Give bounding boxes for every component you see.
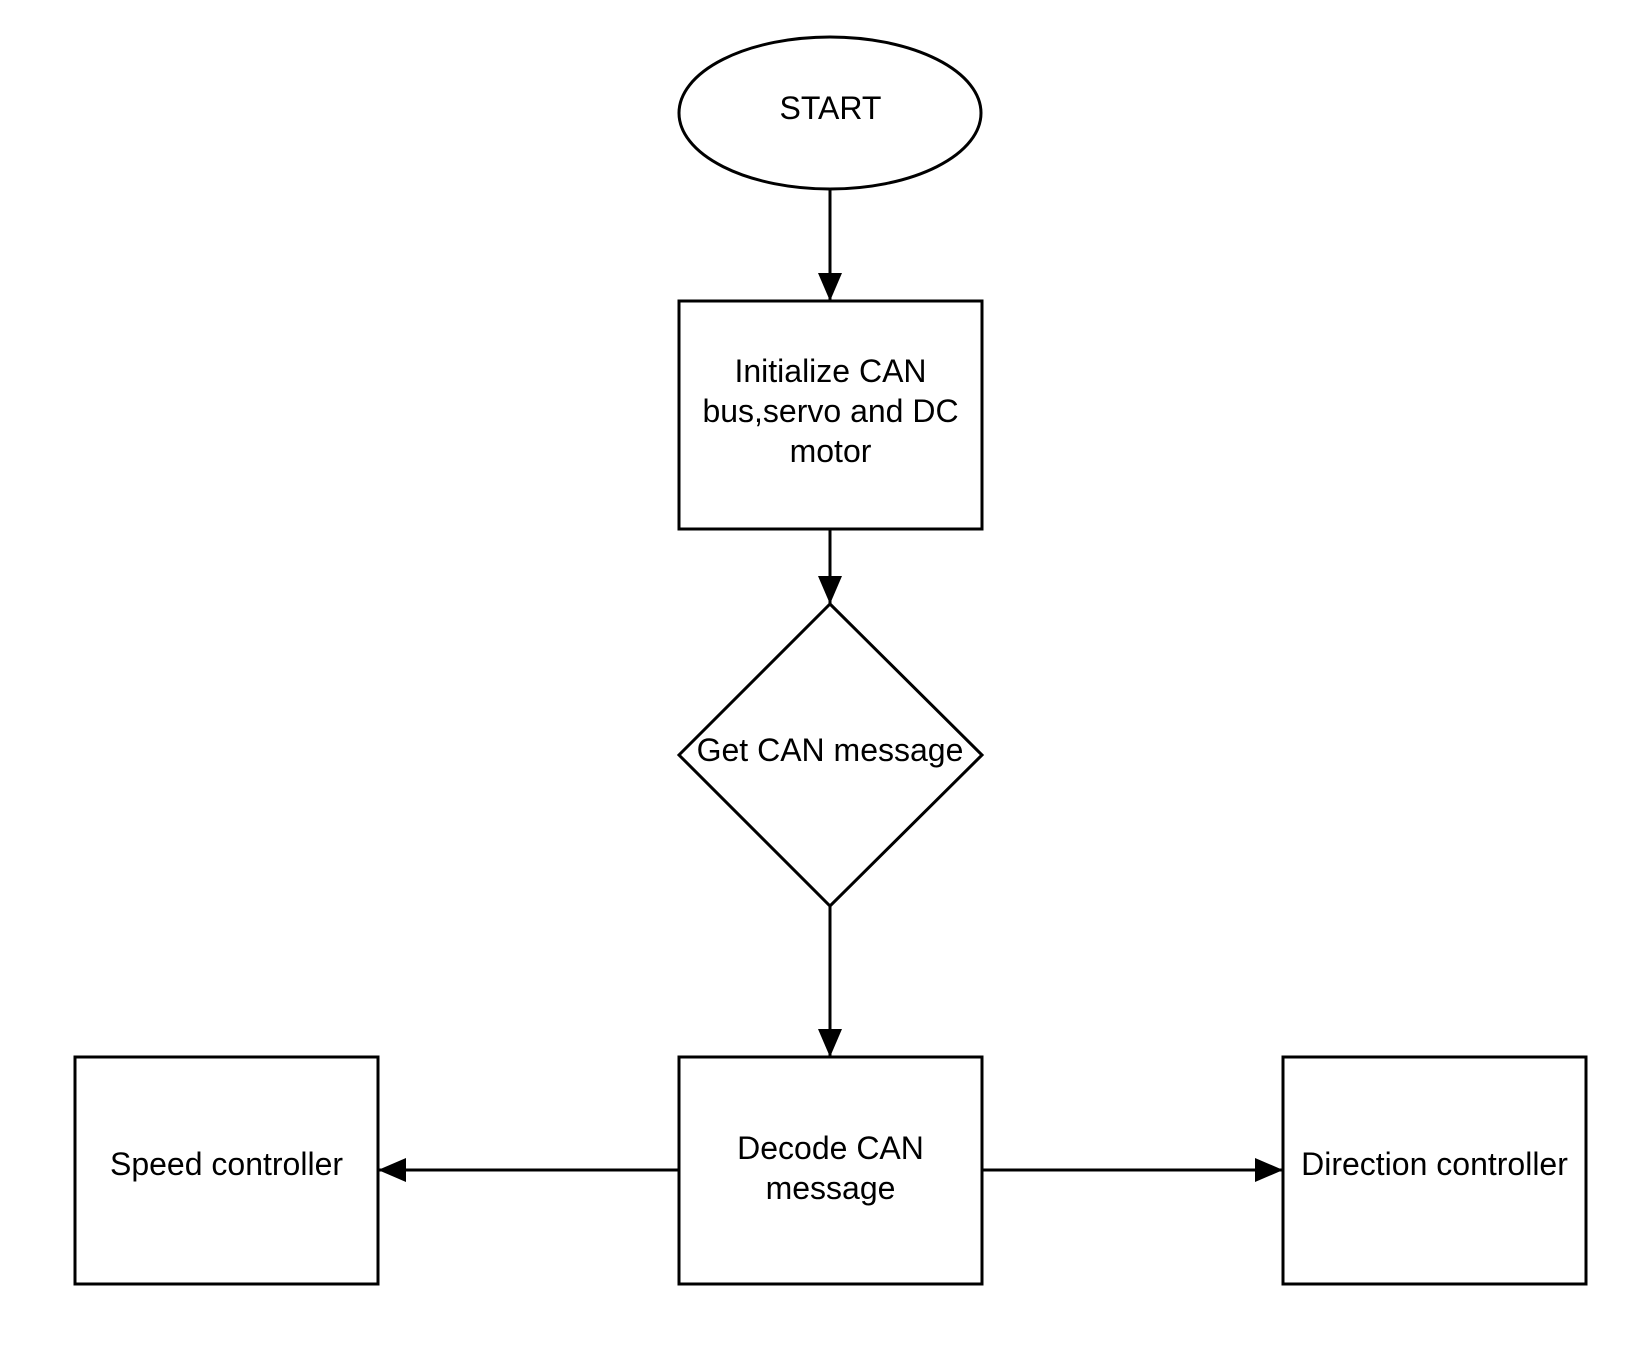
get-message-decision-node [676,601,985,909]
direction-controller-label: Direction controller [1301,1146,1568,1182]
init-label: Initialize CAN bus,servo and DC motor [702,353,959,469]
start-label: START [779,90,882,126]
decode-node [677,1055,984,1286]
direction-controller-node [1281,1055,1588,1286]
speed-controller-label: Speed controller [109,1146,344,1182]
start-node [677,35,983,191]
decode-label: Decode CAN message [737,1130,924,1206]
get-message-label: Get CAN message [696,732,964,768]
init-node [677,299,984,531]
speed-controller-node [73,1055,380,1286]
